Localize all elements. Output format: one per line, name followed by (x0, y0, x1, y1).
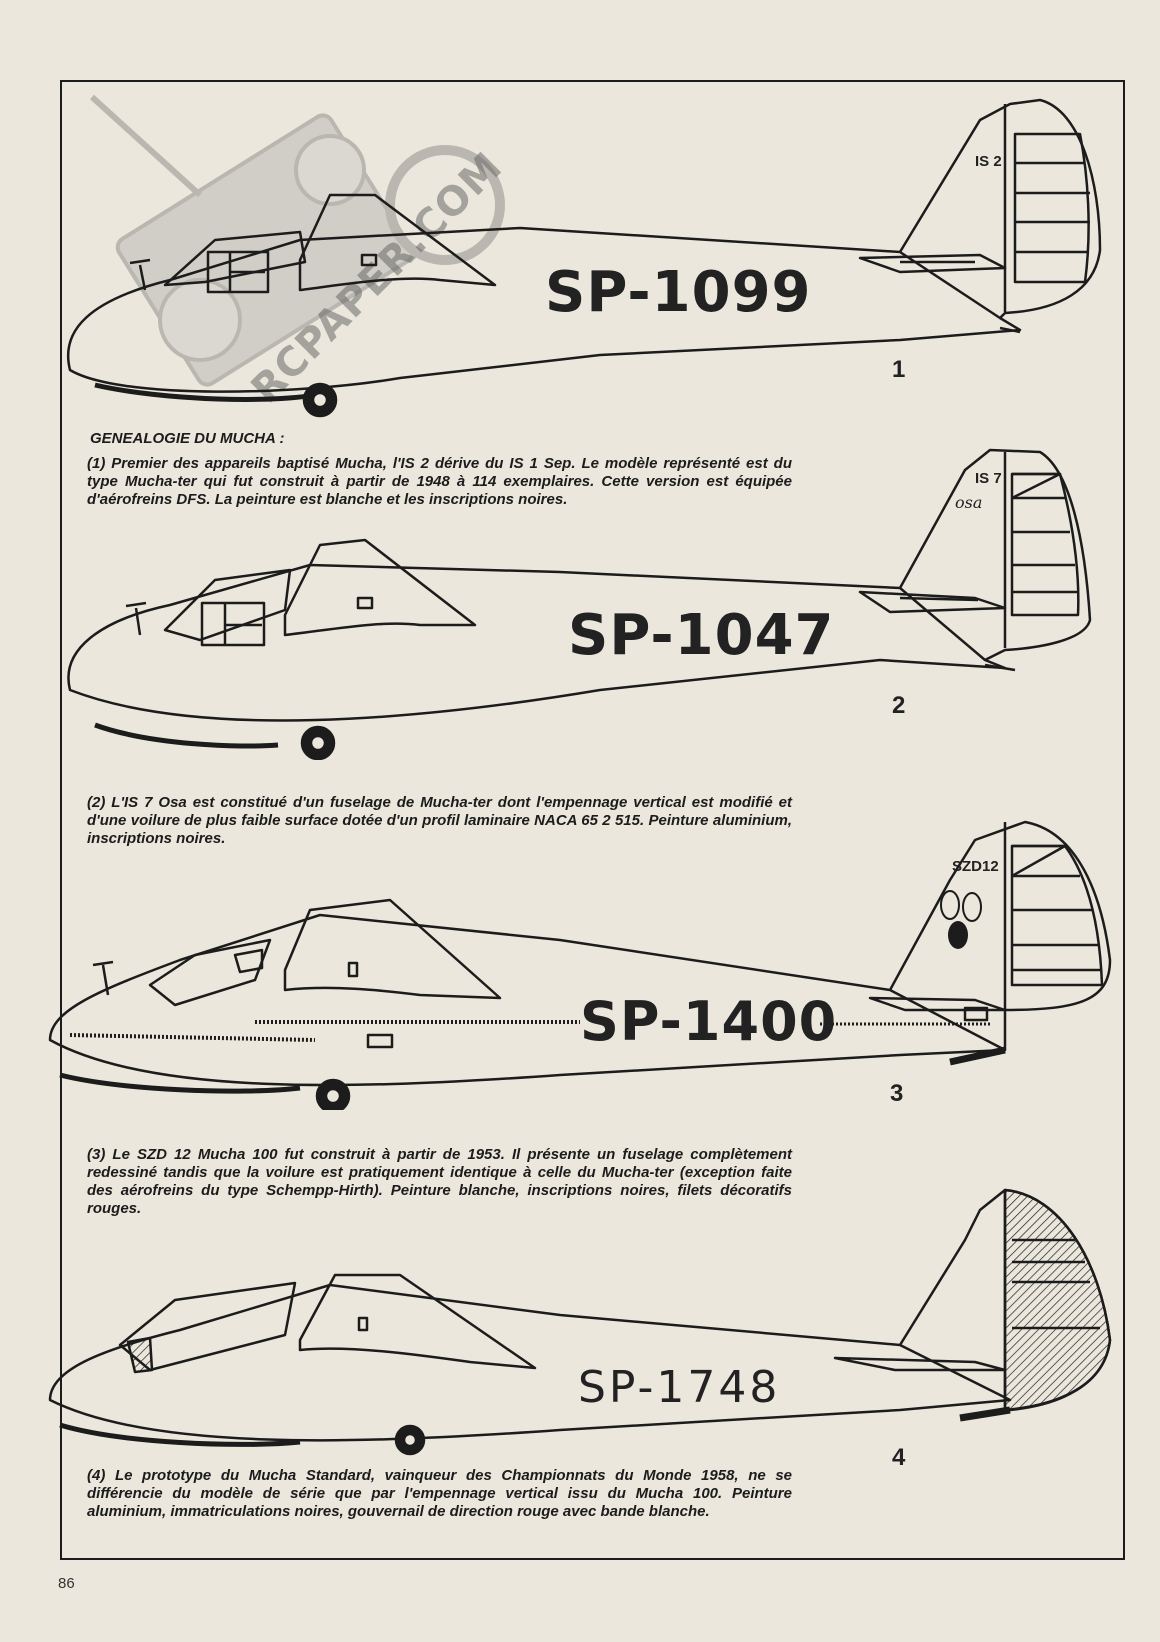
registration-2: SP-1047 (568, 603, 835, 668)
section-heading: GENEALOGIE DU MUCHA : (90, 430, 285, 447)
tail-marking-1: IS 2 (975, 153, 1002, 170)
caption-3: (3) Le SZD 12 Mucha 100 fut construit à … (87, 1146, 792, 1217)
tail-marking-3: SZD12 (952, 858, 999, 875)
registration-1: SP-1099 (545, 260, 812, 325)
figure-number-4: 4 (892, 1444, 906, 1471)
figure-number-1: 1 (892, 356, 906, 383)
glider-drawing-4 (48, 1188, 1112, 1456)
bee-emblem-tail (940, 890, 982, 949)
figure-number-3: 3 (890, 1080, 904, 1107)
registration-4: SP-1748 (578, 1362, 781, 1413)
caption-2: (2) L'IS 7 Osa est constitué d'un fusela… (87, 794, 792, 847)
figure-number-2: 2 (892, 692, 906, 719)
glider-drawing-1 (67, 98, 1102, 418)
tail-marking-2: IS 7 (975, 470, 1002, 487)
glider-drawing-3 (48, 820, 1112, 1110)
tail-script-2: osa (955, 493, 983, 512)
glider-drawing-2 (67, 448, 1092, 760)
caption-4: (4) Le prototype du Mucha Standard, vain… (87, 1467, 792, 1520)
page-frame (60, 80, 1125, 1560)
page-number: 86 (58, 1575, 75, 1592)
caption-1: (1) Premier des appareils baptisé Mucha,… (87, 455, 792, 508)
registration-3: SP-1400 (580, 990, 838, 1053)
